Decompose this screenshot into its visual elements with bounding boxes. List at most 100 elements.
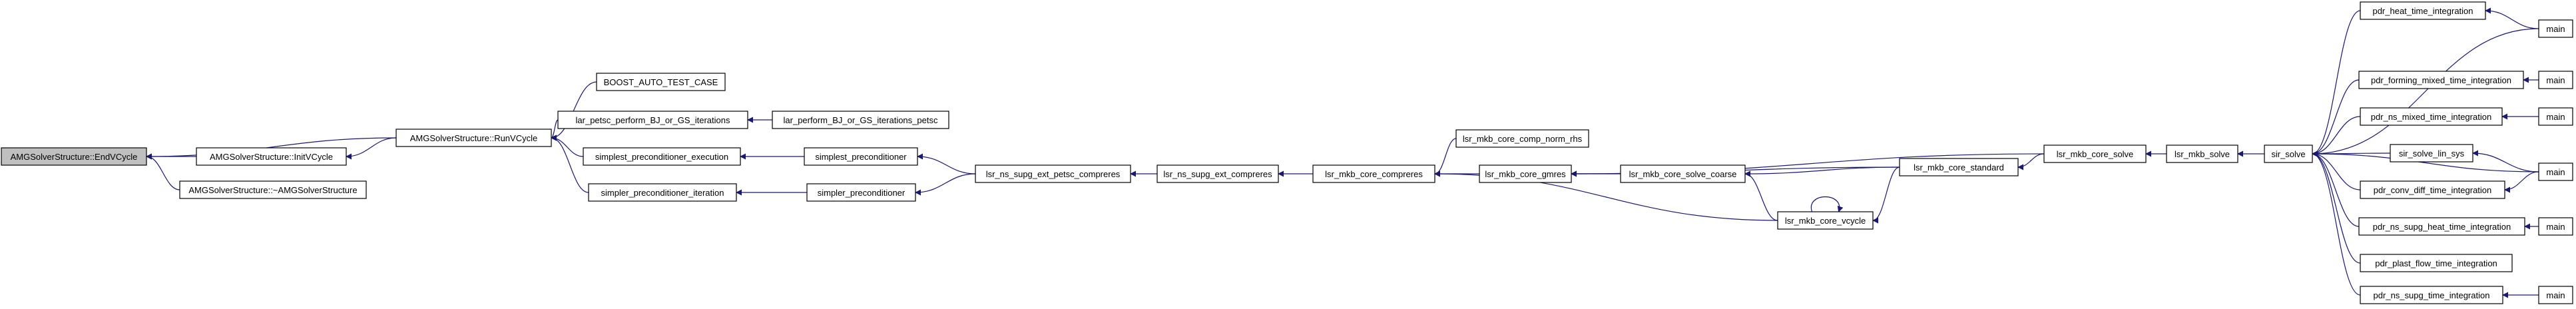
edge — [2312, 79, 2360, 157]
graph-node-core_compreres[interactable]: lsr_mkb_core_compreres — [1312, 164, 1435, 183]
node-box — [2538, 162, 2573, 181]
node-label: lar_perform_BJ_or_GS_iterations_petsc — [784, 115, 938, 125]
call-edge-main4-to-conv_diff — [2504, 171, 2539, 193]
node-box — [557, 111, 748, 129]
node-label: sir_solve_lin_sys — [2399, 149, 2465, 158]
graph-node-ns_supg_heat[interactable]: pdr_ns_supg_heat_time_integration — [2358, 217, 2525, 236]
node-box — [2166, 145, 2238, 163]
call-edge-plast-to-sir_solve — [2312, 151, 2361, 264]
node-label: lsr_ns_supg_ext_compreres — [1163, 169, 1272, 179]
edge — [551, 81, 597, 141]
graph-node-simplest_exec[interactable]: simplest_preconditioner_execution — [583, 147, 741, 166]
graph-node-vcycle[interactable]: lsr_mkb_core_vcycle — [1777, 211, 1874, 230]
graph-node-ns_supg_time[interactable]: pdr_ns_supg_time_integration — [2360, 286, 2503, 304]
graph-node-simplest_prec[interactable]: simplest_preconditioner — [804, 147, 918, 166]
node-label: main — [2546, 24, 2565, 34]
graph-node-core_solve[interactable]: lsr_mkb_core_solve — [2043, 145, 2147, 163]
edge — [2504, 171, 2539, 193]
call-edge-simplest_exec-to-runvcycle — [551, 135, 584, 157]
graph-node-destructor[interactable]: AMGSolverStructure::~AMGSolverStructure — [179, 180, 367, 199]
node-label: main — [2546, 167, 2565, 177]
edge — [551, 119, 559, 141]
edge — [2312, 151, 2360, 227]
graph-node-standard[interactable]: lsr_mkb_core_standard — [1899, 158, 2019, 176]
graph-node-runvcycle[interactable]: AMGSolverStructure::RunVCycle — [395, 129, 552, 147]
node-box — [596, 73, 726, 91]
node-box — [2358, 217, 2525, 236]
graph-node-mkb_solve[interactable]: lsr_mkb_solve — [2166, 145, 2238, 163]
node-box — [2264, 145, 2313, 163]
node-label: lsr_mkb_core_solve — [2057, 149, 2134, 159]
call-edge-vcycle-to-solve_coarse — [1744, 170, 1778, 221]
edge — [915, 173, 976, 196]
edge — [2485, 7, 2539, 29]
graph-node-lar_petsc[interactable]: lar_petsc_perform_BJ_or_GS_iterations — [557, 111, 748, 129]
call-edge-core_solve-to-standard — [2017, 153, 2045, 170]
graph-node-simpler_prec[interactable]: simpler_preconditioner — [806, 183, 916, 202]
graph-node-ns_mixed[interactable]: pdr_ns_mixed_time_integration — [2360, 107, 2503, 126]
call-edge-ext_petsc-to-simplest_prec — [917, 153, 976, 174]
call-edge-runvcycle-to-initvcycle — [346, 137, 397, 160]
graph-node-main1[interactable]: main — [2538, 19, 2573, 38]
graph-node-main4[interactable]: main — [2538, 162, 2573, 181]
node-box — [2360, 254, 2513, 272]
node-label: lsr_mkb_core_compreres — [1325, 169, 1423, 179]
graph-node-forming[interactable]: pdr_forming_mixed_time_integration — [2358, 71, 2524, 89]
node-label: sir_solve — [2271, 149, 2305, 159]
node-label: lsr_mkb_solve — [2175, 149, 2230, 159]
graph-node-main5[interactable]: main — [2538, 217, 2573, 236]
node-label: pdr_ns_supg_time_integration — [2374, 290, 2490, 300]
node-label: lsr_ns_supg_ext_petsc_compreres — [986, 169, 1121, 179]
node-box — [2538, 217, 2573, 236]
edge — [2312, 151, 2361, 264]
node-box — [2360, 180, 2505, 199]
call-edge-forming-to-sir_solve — [2312, 79, 2360, 157]
call-edge-main4-to-lin_sys — [2472, 150, 2539, 172]
node-box — [179, 180, 367, 199]
node-box — [1899, 158, 2019, 176]
graph-node-simpler_iter[interactable]: simpler_preconditioner_iteration — [588, 183, 737, 202]
node-box — [588, 183, 737, 202]
call-edge-lar_petsc-to-runvcycle — [551, 119, 559, 141]
graph-node-initvcycle[interactable]: AMGSolverStructure::InitVCycle — [196, 147, 347, 166]
graph-node-comp_norm[interactable]: lsr_mkb_core_comp_norm_rhs — [1455, 129, 1589, 148]
node-box — [2538, 19, 2573, 38]
node-box — [804, 147, 918, 166]
node-box — [2360, 107, 2503, 126]
node-label: lsr_mkb_core_vcycle — [1785, 216, 1866, 226]
graph-node-plast[interactable]: pdr_plast_flow_time_integration — [2360, 254, 2513, 272]
graph-node-conv_diff[interactable]: pdr_conv_diff_time_integration — [2360, 180, 2505, 199]
node-box — [2538, 71, 2573, 89]
node-label: simpler_preconditioner — [818, 188, 905, 198]
graph-node-main3[interactable]: main — [2538, 107, 2573, 126]
node-label: lsr_mkb_core_solve_coarse — [1629, 169, 1737, 179]
graph-node-main2[interactable]: main — [2538, 71, 2573, 89]
call-edge-standard-to-vcycle — [1872, 166, 1900, 224]
node-label: AMGSolverStructure::~AMGSolverStructure — [188, 185, 357, 195]
edge — [1434, 138, 1457, 177]
call-edge-boost-to-runvcycle — [551, 81, 597, 141]
graph-node-boost[interactable]: BOOST_AUTO_TEST_CASE — [596, 73, 726, 91]
graph-node-sir_solve[interactable]: sir_solve — [2264, 145, 2313, 163]
node-label: main — [2546, 112, 2565, 122]
graph-node-lin_sys[interactable]: sir_solve_lin_sys — [2390, 144, 2473, 162]
graph-node-main6[interactable]: main — [2538, 286, 2573, 304]
node-label: AMGSolverStructure::InitVCycle — [210, 152, 333, 162]
node-label: lsr_mkb_core_gmres — [1485, 169, 1566, 179]
edge — [2312, 116, 2361, 157]
graph-node-gmres[interactable]: lsr_mkb_core_gmres — [1479, 164, 1572, 183]
graph-node-ext_compreres[interactable]: lsr_ns_supg_ext_compreres — [1157, 164, 1279, 183]
node-box — [975, 164, 1131, 183]
graph-node-ext_petsc[interactable]: lsr_ns_supg_ext_petsc_compreres — [975, 164, 1131, 183]
graph-node-solve_coarse[interactable]: lsr_mkb_core_solve_coarse — [1620, 164, 1746, 183]
node-box — [1455, 129, 1589, 148]
graph-node-heat_time[interactable]: pdr_heat_time_integration — [2360, 1, 2486, 20]
node-label: simplest_preconditioner — [815, 152, 907, 162]
graph-node-lar_perform[interactable]: lar_perform_BJ_or_GS_iterations_petsc — [772, 111, 949, 129]
call-edge-simpler_iter-to-runvcycle — [551, 135, 589, 193]
node-label: lsr_mkb_core_comp_norm_rhs — [1463, 134, 1583, 144]
call-edge-ns_supg_time-to-sir_solve — [2312, 151, 2361, 296]
call-edge-heat_time-to-sir_solve — [2312, 10, 2361, 157]
